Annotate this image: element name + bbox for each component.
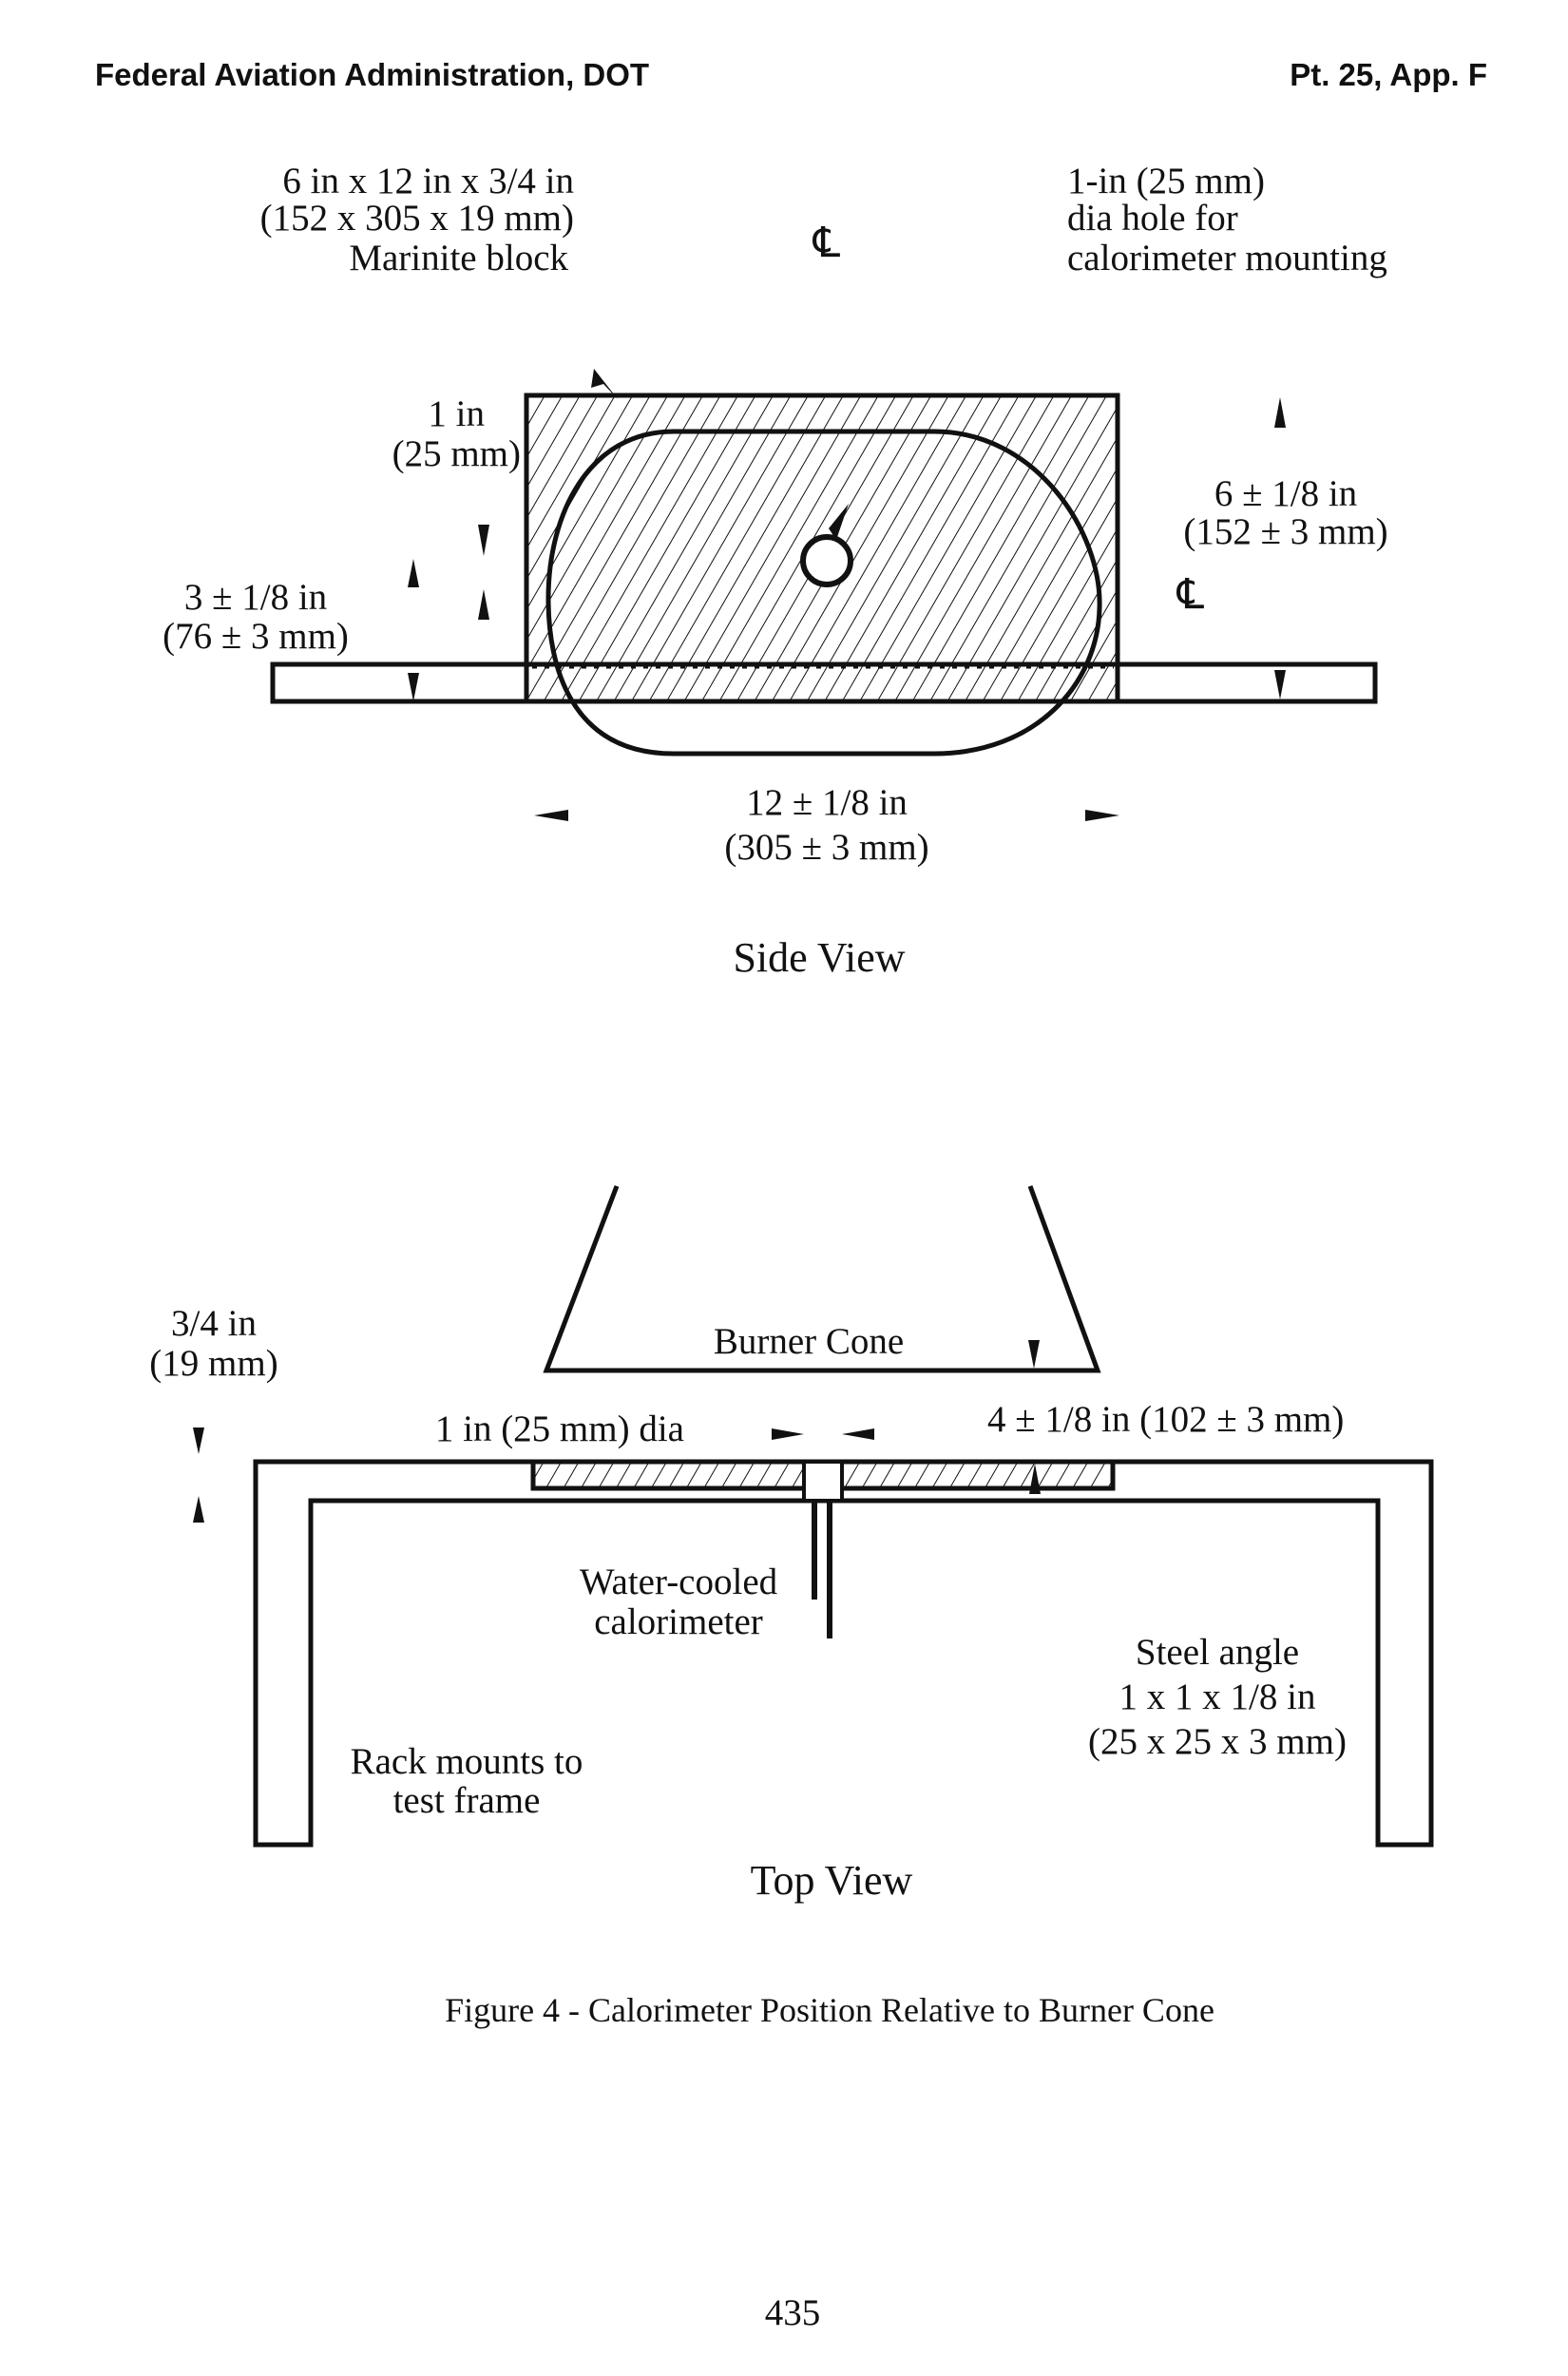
hole-arrow-icon [829, 504, 849, 540]
block-label-1: 6 in x 12 in x 3/4 in [282, 161, 574, 201]
dim-3-4in-1: 3/4 in [171, 1303, 257, 1344]
centerline-symbol-right: ℄ [1176, 571, 1205, 618]
dim-12in-1: 12 ± 1/8 in [746, 782, 908, 823]
steel-angle-label-2: 1 x 1 x 1/8 in [1119, 1677, 1316, 1717]
steel-angle-label-1: Steel angle [1136, 1632, 1299, 1673]
hole-label-3: calorimeter mounting [1067, 238, 1387, 278]
dim-1in-2: (25 mm) [392, 433, 521, 474]
dim-6in-2: (152 ± 3 mm) [1183, 511, 1387, 552]
marinite-block [524, 393, 1120, 704]
calorimeter-hole [800, 534, 853, 587]
top-view: Burner Cone 3/4 in (19 mm) 1 in (25 mm) … [149, 1185, 1434, 1904]
dim-4in-label: 4 ± 1/8 in (102 ± 3 mm) [987, 1399, 1344, 1440]
block-label-3: Marinite block [349, 238, 568, 278]
dim-12in-2: (305 ± 3 mm) [724, 827, 928, 868]
centerline-symbol-top: ℄ [813, 220, 841, 266]
arrow-up-icon [1029, 1464, 1041, 1494]
arrow-down-icon [1028, 1340, 1040, 1369]
block-arrow-icon [591, 369, 618, 399]
rack-label-1: Rack mounts to [351, 1741, 583, 1782]
calorimeter-label-1: Water-cooled [580, 1562, 778, 1602]
arrow-up-icon [478, 589, 489, 620]
side-view-title: Side View [733, 934, 905, 981]
arrow-down-icon [1274, 670, 1286, 699]
arrow-right-icon [772, 1428, 804, 1440]
top-view-title: Top View [751, 1857, 913, 1904]
block-label-2: (152 x 305 x 19 mm) [260, 198, 574, 239]
arrow-left-icon [842, 1428, 874, 1440]
arrow-up-icon [408, 559, 419, 587]
rack-label-2: test frame [393, 1780, 541, 1821]
dim-3in-1: 3 ± 1/8 in [184, 577, 327, 618]
page-number: 435 [765, 2292, 821, 2333]
steel-angle-label-3: (25 x 25 x 3 mm) [1088, 1721, 1347, 1762]
side-view: 6 in x 12 in x 3/4 in (152 x 305 x 19 mm… [163, 161, 1388, 981]
arrow-up-icon [1274, 397, 1286, 428]
calorimeter-head [802, 1460, 844, 1503]
dim-dia-label: 1 in (25 mm) dia [435, 1408, 684, 1449]
arrow-down-icon [478, 525, 489, 556]
dim-6in-1: 6 ± 1/8 in [1214, 473, 1357, 514]
arrow-down-icon [193, 1428, 204, 1454]
calorimeter-label-2: calorimeter [594, 1601, 763, 1642]
burner-cone-label: Burner Cone [714, 1321, 904, 1362]
hole-label-1: 1-in (25 mm) [1067, 161, 1265, 201]
arrow-right-icon [1085, 810, 1119, 821]
figure-caption: Figure 4 - Calorimeter Position Relative… [445, 1991, 1214, 2029]
header-right: Pt. 25, App. F [1290, 57, 1487, 92]
burner-cone [543, 1185, 1101, 1373]
arrow-up-icon [193, 1496, 204, 1523]
dim-3-4in-2: (19 mm) [149, 1343, 277, 1384]
arrow-left-icon [534, 810, 568, 821]
arrow-down-icon [408, 673, 419, 701]
burner-cone-outline [545, 429, 1102, 757]
dim-3in-2: (76 ± 3 mm) [163, 616, 349, 657]
header-left: Federal Aviation Administration, DOT [95, 57, 649, 92]
hole-label-2: dia hole for [1067, 198, 1238, 239]
dim-1in-1: 1 in [428, 393, 485, 434]
